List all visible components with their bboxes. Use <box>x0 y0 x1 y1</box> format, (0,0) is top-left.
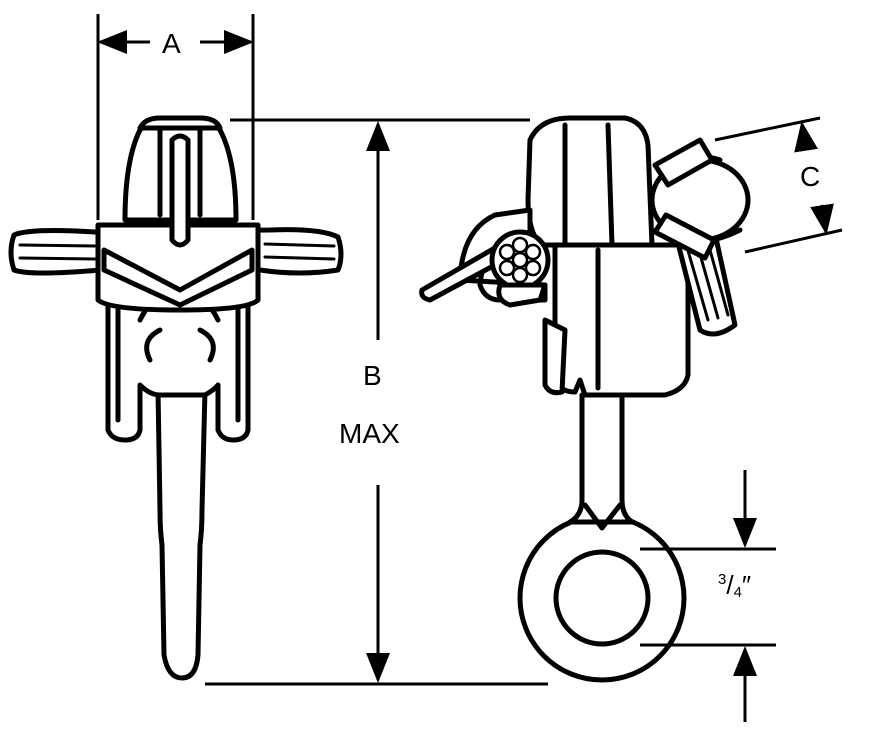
dim-c-arrow-top <box>794 121 818 153</box>
side-lower-body <box>552 242 691 398</box>
side-view <box>419 115 751 683</box>
dimension-lines <box>96 14 843 722</box>
eye-slash: / <box>726 570 734 600</box>
front-lower-body <box>105 297 251 443</box>
dimension-label-eye: 3/4″ <box>718 572 751 600</box>
side-eye-hole <box>553 549 651 647</box>
dim-c-ext-bottom <box>744 228 843 254</box>
dimension-label-b: B <box>363 360 382 391</box>
front-shaft <box>155 387 208 681</box>
eye-denominator: 4 <box>733 584 742 601</box>
eye-inch-mark: ″ <box>741 570 752 600</box>
eye-numerator: 3 <box>718 571 727 588</box>
front-view <box>8 115 344 681</box>
side-upper-housing <box>525 115 655 248</box>
dim-c-arrow-bottom <box>810 203 834 235</box>
side-shank <box>567 392 635 525</box>
dimension-label-max: MAX <box>339 418 400 449</box>
dimension-label-a: A <box>162 28 181 59</box>
dimension-label-c: C <box>800 161 821 192</box>
side-cable-strands <box>498 236 542 284</box>
